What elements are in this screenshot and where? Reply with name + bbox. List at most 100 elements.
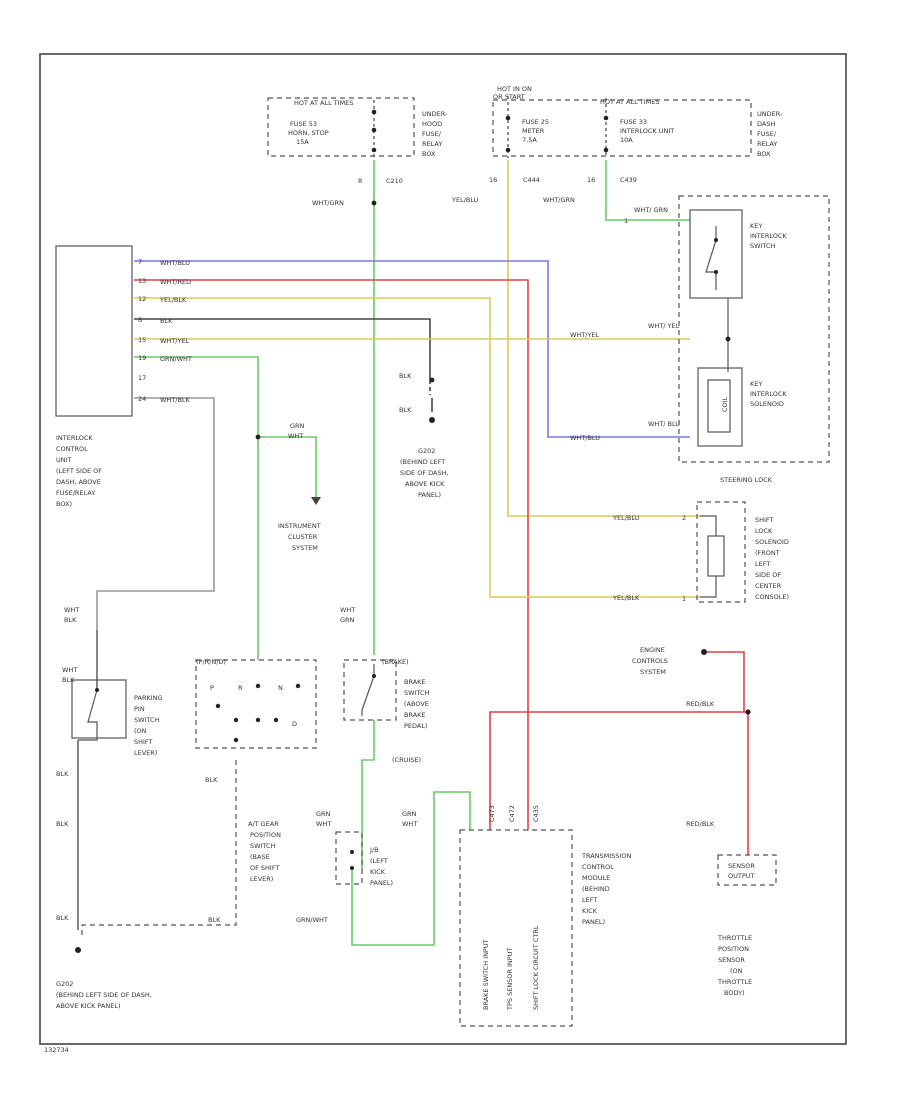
g202-top-blk-1: BLK — [399, 372, 412, 380]
icu-label-7: BOX) — [56, 500, 72, 508]
parking-blk-3: BLK — [56, 914, 69, 922]
tps-label-5: THROTTLE — [717, 978, 752, 986]
fuse33-symbol — [603, 98, 609, 158]
jb-label-2: (LEFT — [370, 857, 388, 865]
key-switch-contact — [705, 226, 717, 290]
underdash-box-label-4: RELAY — [757, 140, 777, 148]
icu-label-1: INTERLOCK — [56, 434, 93, 442]
key-switch-pin: 1 — [624, 217, 628, 225]
icu-label-6: FUSE/RELAY — [56, 489, 95, 497]
tcm-label-6: KICK — [582, 907, 598, 915]
g202-bottom-label-2: (BEHIND LEFT SIDE OF DASH, — [56, 991, 152, 999]
shift-lock-wire-top: YEL/BLU — [612, 514, 640, 522]
tcm-input-2: TPS SENSOR INPUT — [506, 948, 514, 1011]
c210-label: C210 — [386, 177, 403, 185]
gear-position-switch — [195, 659, 317, 749]
tcm-conn-3: C435 — [532, 805, 540, 822]
footer-code: 132734 — [44, 1046, 69, 1054]
tcm-label-5: LEFT — [582, 896, 597, 904]
gear-tag: (P/R/N/D) — [196, 658, 226, 666]
gear-label-3: SWITCH — [250, 842, 276, 850]
shift-lock-wire — [700, 515, 717, 536]
wire-label-wht-blu-mid: WHT/BLU — [570, 434, 600, 442]
gear-blk: BLK — [205, 776, 218, 784]
engine-wire-red-blk: RED/BLK — [686, 700, 715, 708]
parking-label-2: PIN — [134, 705, 145, 713]
jb-dot-1 — [350, 850, 354, 854]
parking-switch-contact — [78, 689, 98, 741]
c439-label: C439 — [620, 176, 637, 184]
wire-green-gear — [134, 356, 259, 660]
parking-dot-1 — [95, 688, 99, 692]
gear-pin-n: N — [278, 684, 283, 692]
tcm-label-4: (BEHIND — [582, 885, 610, 893]
gear-label-6: LEVER) — [250, 875, 273, 883]
parking-wire-blk: BLK — [64, 616, 77, 624]
g202-top-label-2: (BEHIND LEFT — [400, 458, 445, 466]
wire-gray-parking — [96, 397, 215, 630]
wire-black-ground — [134, 318, 431, 380]
icu-pin-24: 24 — [138, 395, 146, 403]
solenoid-splice — [725, 336, 731, 342]
g202-top-label-1: G202 — [418, 447, 435, 455]
wire-label-wht-blu: WHT/BLU — [160, 259, 190, 267]
key-switch-dot-1 — [714, 238, 718, 242]
icu-label-2: CONTROL — [56, 445, 88, 453]
interlock-control-unit — [55, 245, 133, 417]
key-switch-dot-2 — [714, 270, 718, 274]
gear-pin-p: P — [210, 684, 214, 692]
wire-label-blk: BLK — [160, 317, 173, 325]
underdash-box-label-2: DASH — [757, 120, 775, 128]
gear-pin-d: D — [292, 720, 297, 728]
engine-label-1: ENGINE — [640, 646, 665, 654]
tps-box — [717, 854, 777, 886]
tcm-wire-grn: GRN — [402, 810, 417, 818]
key-switch-label-2: INTERLOCK — [750, 232, 787, 240]
wire-label-grn-wht: GRN/WHT — [160, 355, 192, 363]
key-interlock-solenoid — [697, 367, 743, 447]
g202-top-ground — [429, 417, 435, 423]
jb-label-1: J/B — [369, 846, 379, 854]
wire-label-wht-yel: WHT/YEL — [160, 337, 190, 345]
hot-run-label: HOT IN ON — [497, 85, 532, 93]
wire-red — [134, 279, 529, 830]
shift-lock-label-1: SHIFT — [755, 516, 774, 524]
underdash-fuse-box — [492, 99, 752, 157]
brake-switch-contact — [361, 664, 375, 716]
tcm-wire-wht: WHT — [402, 820, 417, 828]
c444-label: C444 — [523, 176, 540, 184]
underdash-box-label-3: FUSE/ — [757, 130, 777, 138]
brake-dot — [372, 674, 376, 678]
wire-label-wht-yel-mid: WHT/YEL — [570, 331, 600, 339]
wire-green-fuse33 — [605, 160, 690, 221]
wire-label-wht-blk: WHT/BLK — [160, 396, 191, 404]
fuse53-label: FUSE 53 — [290, 120, 317, 128]
tps-box-text-1: SENSOR — [728, 862, 755, 870]
solenoid-label-2: INTERLOCK — [750, 390, 787, 398]
shift-lock-label-5: LEFT — [755, 560, 770, 568]
icu-pin-7: 7 — [138, 258, 142, 266]
wire-green-cluster — [258, 436, 317, 497]
tcm-input-1: BRAKE SWITCH INPUT — [482, 939, 490, 1010]
shift-lock-wire-bottom: YEL/BLK — [612, 594, 640, 602]
brake-switch — [343, 659, 397, 721]
key-switch-label-3: SWITCH — [750, 242, 776, 250]
brake-label-2: SWITCH — [404, 689, 430, 697]
tcm-box — [459, 829, 573, 1027]
shift-lock-label-4: (FRONT — [755, 549, 780, 557]
g202-bottom-label-3: ABOVE KICK PANEL) — [56, 1002, 121, 1010]
jb-label-4: PANEL) — [370, 879, 393, 887]
tps-box-text-2: OUTPUT — [728, 872, 755, 880]
tcm-label-1: TRANSMISSION — [581, 852, 631, 860]
tps-label-4: (ON — [730, 967, 743, 975]
g202-top-label-5: PANEL) — [418, 491, 441, 499]
fuse25-symbol — [505, 96, 511, 158]
diagram-frame — [39, 53, 847, 1045]
cluster-label-1: INSTRUMENT — [278, 522, 321, 530]
tps-label-1: THROTTLE — [717, 934, 752, 942]
shift-lock-box — [696, 501, 746, 603]
gear-label-4: (BASE — [250, 853, 270, 861]
fuse25-desc: METER — [522, 127, 545, 135]
underhood-hot-label: HOT AT ALL TIMES — [294, 99, 354, 107]
wire-label-yel-blu-top: YEL/BLU — [451, 196, 479, 204]
